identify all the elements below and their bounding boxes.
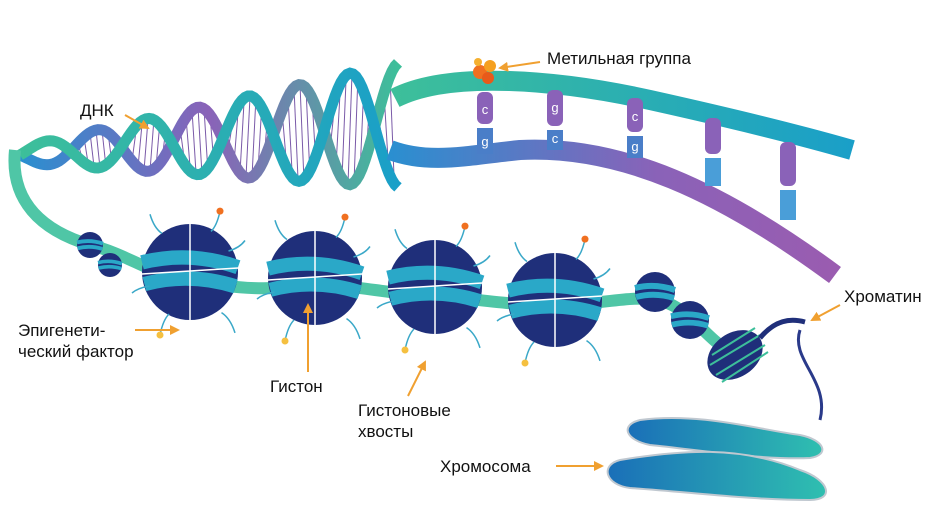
histone-tail [353,246,371,258]
histone-tail [473,255,491,267]
helix-strand [17,67,402,192]
epigenetic-mark [341,213,349,221]
helix-rung [137,124,143,168]
base-c-3: c [632,109,639,124]
base-g-1: g [481,134,488,149]
helix-rung [239,102,245,173]
base-g-2: g [551,100,558,115]
label-histone: Гистон [270,377,323,396]
histone-tail [586,339,601,362]
histone-nucleosome [131,207,246,339]
epigenetic-mark [581,235,589,243]
epigenetic-mark [461,222,469,230]
chromatin-thread [796,329,824,421]
label-arrows [124,61,841,471]
histone-nucleosome [256,213,371,345]
histone-tail [221,311,236,334]
epigenetic-mark [401,346,409,354]
label-chromosome: Хромосома [440,457,531,476]
helix-rung [149,118,155,172]
histone-tail [256,291,275,300]
helix-rung [197,107,203,175]
dna-strand-bottom [386,139,841,284]
helix-rung [191,110,197,173]
label-epigenetic-factor-line2: ческий фактор [18,342,134,361]
helix-rung [251,96,257,178]
chromatin-fiber [8,149,724,350]
chromatin-bead [670,301,710,339]
chromatin-bead [634,272,676,312]
label-histone-tails-line2: хвосты [358,422,414,441]
label-histone-tails-line1: Гистоновые [358,401,451,420]
label-epigenetic-factor-line1: Эпигенети- [18,321,106,340]
base-pairs: c g g c c g [477,90,796,220]
label-dna: ДНК [80,101,114,120]
helix-rung [347,73,353,185]
histone-tail [466,326,481,349]
condensed-chromatin [707,317,806,383]
base-g-3: g [631,139,638,154]
epigenetic-mark [156,331,164,339]
histone-nucleosome [496,235,611,367]
helix-rung [341,80,347,179]
helix-rung [293,87,299,180]
epigenetic-mark [216,207,224,215]
histone-tail [496,313,515,322]
histone-tail [131,285,150,294]
helix-strand [17,59,403,191]
histone-tail [149,214,163,235]
label-histone-tails: Гистоновые хвосты [358,400,451,442]
histone-tail [228,240,246,252]
base-c-2: c [552,131,559,146]
histone-tail [593,268,611,280]
histone-tail [394,229,408,250]
helix-rung [299,84,305,182]
methyl-group-icon [473,58,496,84]
chromatin-bead [76,232,104,258]
label-chromatin: Хроматин [844,287,922,306]
epigenetic-mark [521,359,529,367]
chromosome-icon [606,417,827,502]
histone-tail [376,300,395,309]
base-c-1: c [482,102,489,117]
histone-tail [346,317,361,340]
label-epigenetic-factor: Эпигенети- ческий фактор [18,320,134,362]
label-methyl-group: Метильная группа [547,49,691,68]
helix-rung [353,74,359,183]
dna-strand-top [390,70,855,160]
histone-tail [514,242,528,263]
helix-rung [95,129,101,169]
epigenetic-mark [281,337,289,345]
dna-double-helix [17,59,403,192]
histone-tail [274,220,288,241]
helix-rung [245,96,251,178]
helix-rung [287,96,293,171]
chromatin-bead [97,253,123,277]
histone-nucleosome [376,222,491,354]
